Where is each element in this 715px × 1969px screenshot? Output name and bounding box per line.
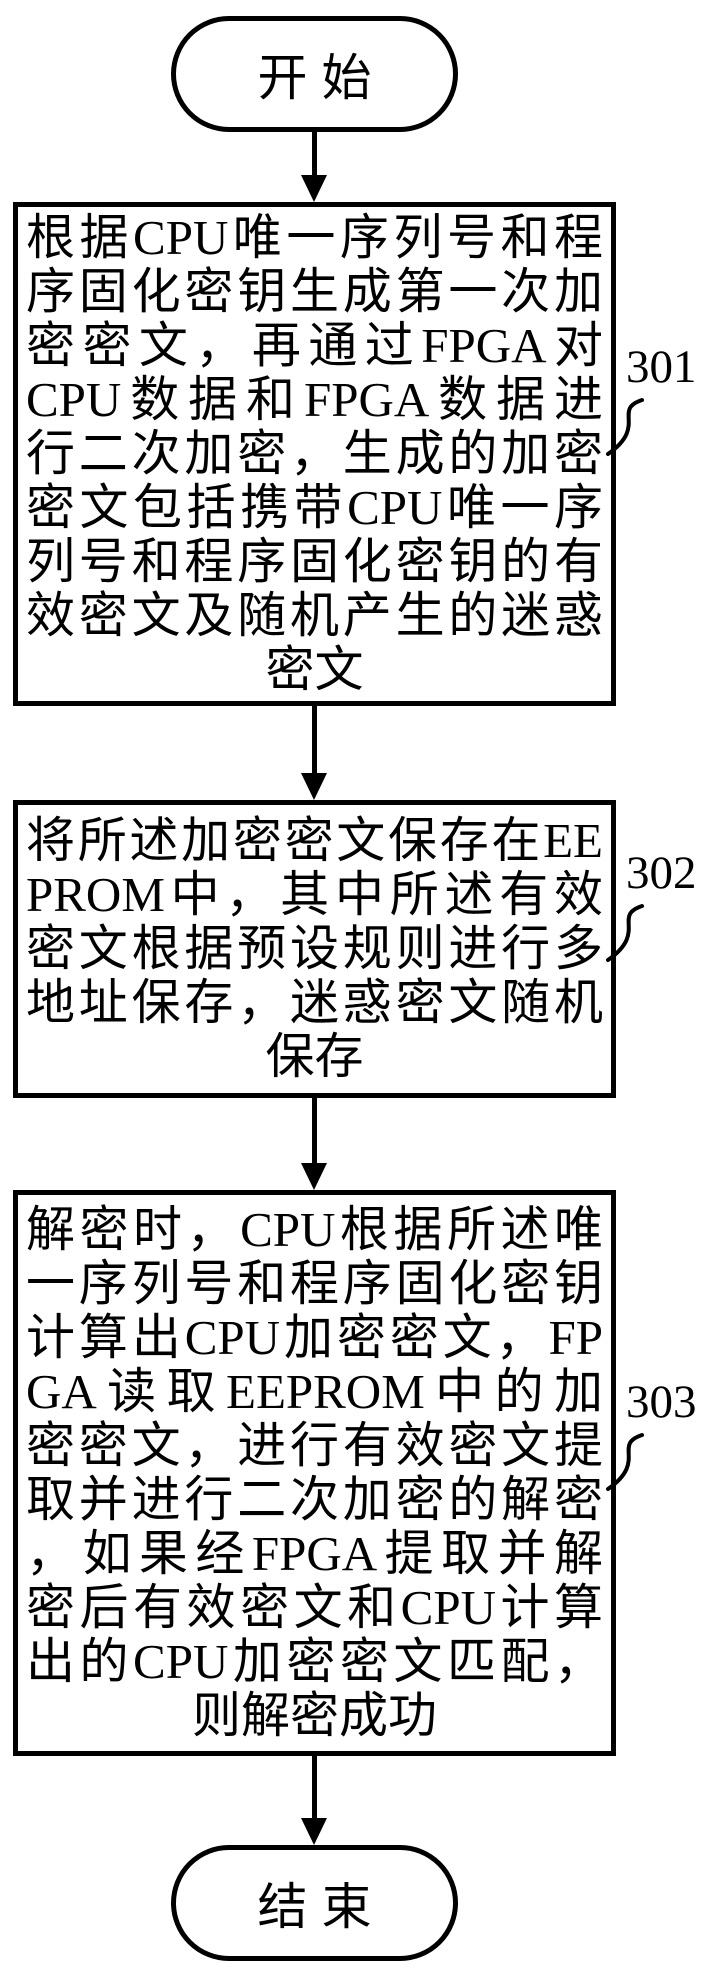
step-line: 密后有效密文和CPU计算 (26, 1580, 603, 1635)
step-line: 列号和程序固化密钥的有 (26, 534, 603, 589)
process-box-302: 将所述加密密文保存在EE PROM中，其中所述有效 密文根据预设规则进行多 地址… (13, 800, 616, 1098)
step-line: 出的CPU加密密文匹配， (26, 1634, 603, 1689)
step-line: 密文包括携带CPU唯一序 (26, 480, 603, 535)
step-line: ，如果经FPGA提取并解 (26, 1526, 603, 1581)
step-line: CPU数据和FPGA数据进 (26, 372, 603, 427)
process-box-301: 根据CPU唯一序列号和程 序固化密钥生成第一次加 密密文，再通过FPGA对 CP… (13, 202, 616, 706)
step-line: 根据CPU唯一序列号和程 (26, 210, 603, 265)
step-line: 计算出CPU加密密文，FP (26, 1310, 603, 1365)
flow-arrow (301, 1756, 327, 1845)
step-ref-301: 301 (626, 341, 697, 393)
step-line: 保存 (265, 1029, 364, 1084)
step-line: 效密文及随机产生的迷惑 (26, 588, 603, 643)
step-line: 密密文，再通过FPGA对 (26, 318, 603, 373)
step-line: 序固化密钥生成第一次加 (26, 264, 603, 319)
step-line: 行二次加密，生成的加密 (26, 426, 603, 481)
arrow-shaft (311, 706, 317, 773)
step-ref-302: 302 (626, 847, 697, 899)
step-line: 解密时，CPU根据所述唯 (26, 1202, 603, 1257)
step-line: 一序列号和程序固化密钥 (26, 1256, 603, 1311)
arrow-head-icon (301, 1163, 327, 1190)
process-box-303: 解密时，CPU根据所述唯 一序列号和程序固化密钥 计算出CPU加密密文，FP G… (13, 1190, 616, 1756)
step-ref-303: 303 (626, 1376, 697, 1428)
leader-curve-301 (606, 398, 644, 456)
step-line: 地址保存，迷惑密文随机 (26, 975, 603, 1030)
start-node: 开始 (171, 16, 458, 132)
start-node-label: 开始 (257, 50, 386, 106)
arrow-head-icon (301, 175, 327, 202)
arrow-shaft (311, 132, 317, 175)
arrow-head-icon (301, 773, 327, 800)
end-node-label: 结束 (257, 1879, 386, 1935)
end-node: 结束 (171, 1845, 458, 1961)
step-line: 密文根据预设规则进行多 (26, 921, 603, 976)
flow-arrow (301, 1098, 327, 1190)
step-line: 密文 (265, 642, 364, 697)
leader-curve-302 (606, 904, 644, 962)
arrow-shaft (311, 1098, 317, 1163)
step-line: 取并进行二次加密的解密 (26, 1472, 603, 1527)
arrow-head-icon (301, 1818, 327, 1845)
flow-arrow (301, 132, 327, 202)
step-line: 将所述加密密文保存在EE (26, 813, 603, 868)
step-line: GA读取EEPROM中的加 (26, 1364, 603, 1419)
leader-curve-303 (606, 1433, 644, 1491)
step-line: 密密文，进行有效密文提 (26, 1418, 603, 1473)
step-line: PROM中，其中所述有效 (26, 867, 603, 922)
flow-arrow (301, 706, 327, 800)
step-line: 则解密成功 (191, 1688, 437, 1743)
arrow-shaft (311, 1756, 317, 1818)
